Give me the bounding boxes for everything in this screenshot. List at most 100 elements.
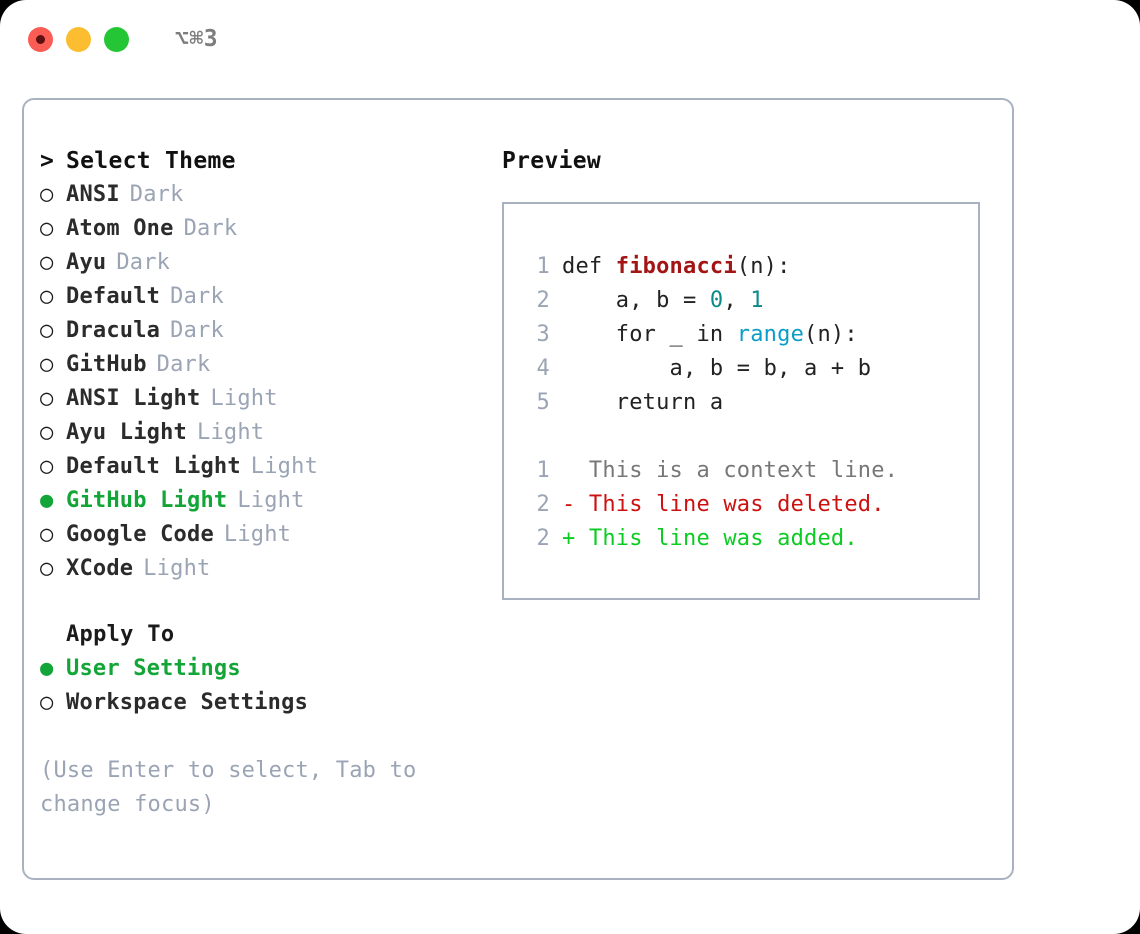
diff-sign: + [562, 526, 589, 551]
line-number: 2 [536, 288, 550, 313]
apply-to-header: ○ Apply To [40, 622, 500, 656]
theme-item-kind: Light [143, 556, 211, 581]
theme-item-name: ANSI Light [66, 386, 201, 411]
radio-unselected-icon: ○ [40, 386, 54, 411]
code-line: 1 def fibonacci(n): [504, 254, 978, 288]
select-theme-title: Select Theme [66, 148, 236, 174]
spacer [40, 590, 500, 622]
theme-item-name: Atom One [66, 216, 174, 241]
preview-title: Preview [502, 148, 602, 174]
theme-item[interactable]: ○ Ayu Light Light [40, 420, 500, 454]
theme-item-name: ANSI [66, 182, 120, 207]
select-theme-header: > Select Theme [40, 148, 500, 182]
radio-unselected-icon: ○ [40, 182, 54, 207]
theme-item-kind: Light [223, 522, 292, 547]
radio-selected-icon: ● [40, 488, 54, 513]
theme-item-name: Default Light [66, 454, 241, 479]
radio-unselected-icon: ○ [40, 420, 54, 445]
traffic-light-group [28, 26, 129, 52]
theme-item[interactable]: ○ Google Code Light [40, 522, 500, 556]
radio-unselected-icon: ○ [40, 216, 54, 241]
radio-unselected-icon: ○ [40, 250, 54, 275]
code-blank-line [504, 424, 978, 458]
theme-item-kind: Dark [170, 284, 224, 309]
keyboard-hint: (Use Enter to select, Tab to change focu… [40, 758, 417, 817]
minimize-button[interactable] [66, 26, 91, 52]
theme-item-kind: Dark [129, 182, 184, 207]
theme-item-kind: Light [210, 386, 278, 411]
diff-line: 2+ This line was added. [504, 526, 978, 560]
diff-line-text: This line was deleted. [588, 492, 885, 517]
code-line: 4 a, b = b, a + b [504, 356, 978, 390]
line-number: 1 [536, 254, 550, 279]
theme-item[interactable]: ○ XCode Light [40, 556, 500, 590]
radio-unselected-icon: ○ [40, 556, 54, 581]
diff-line-text: This is a context line. [588, 458, 899, 483]
apply-to-option[interactable]: ●User Settings [40, 656, 500, 690]
theme-item[interactable]: ○ Atom One Dark [40, 216, 500, 250]
theme-item-name: Dracula [66, 318, 161, 343]
theme-item-name: Default [66, 284, 161, 309]
code-line: 3 for _ in range(n): [504, 322, 978, 356]
window-title: ⌥⌘3 [175, 26, 219, 52]
code-line-text: a, b = 0, 1 [562, 288, 764, 313]
radio-unselected-icon: ○ [40, 454, 54, 479]
theme-item-name: Ayu Light [66, 420, 188, 445]
code-line: 5 return a [504, 390, 978, 424]
code-token: range [736, 322, 805, 347]
diff-sample: 1 This is a context line.2- This line wa… [504, 458, 978, 560]
line-number: 2 [536, 492, 550, 517]
radio-unselected-icon: ○ [40, 522, 54, 547]
radio-unselected-icon: ○ [40, 284, 54, 309]
theme-item[interactable]: ○ ANSI Light Light [40, 386, 500, 420]
line-number: 3 [536, 322, 550, 347]
apply-to-option[interactable]: ○ Workspace Settings [40, 690, 500, 724]
apply-to-title: Apply To [66, 622, 175, 647]
line-number: 4 [536, 356, 550, 381]
theme-item-name: GitHub [66, 352, 147, 377]
theme-item-kind: Dark [183, 216, 238, 241]
prompt-caret-icon: > [40, 148, 54, 174]
close-button[interactable] [28, 26, 53, 52]
theme-item-kind: Light [197, 420, 265, 445]
diff-line: 2- This line was deleted. [504, 492, 978, 526]
radio-unselected-icon: ○ [40, 690, 54, 715]
theme-item[interactable]: ○ ANSI Dark [40, 182, 500, 216]
code-token: a, b = [562, 288, 710, 313]
maximize-button[interactable] [104, 26, 129, 52]
theme-item-kind: Dark [156, 352, 211, 377]
code-line-text: for _ in range(n): [562, 322, 858, 347]
title-bar: ⌥⌘3 [0, 0, 1140, 78]
code-token: (n): [736, 254, 791, 279]
code-line-text: def fibonacci(n): [562, 254, 791, 279]
code-token: , [723, 288, 751, 313]
code-line: 2 a, b = 0, 1 [504, 288, 978, 322]
theme-item[interactable]: ○ Default Light Light [40, 454, 500, 488]
diff-line: 1 This is a context line. [504, 458, 978, 492]
line-number: 2 [536, 526, 550, 551]
apply-to-option-label: Workspace Settings [66, 690, 309, 715]
theme-item-name: XCode [66, 556, 134, 581]
apply-to-option-label: User Settings [66, 656, 241, 681]
diff-sign: - [562, 492, 589, 517]
apply-to-list: ●User Settings○ Workspace Settings [40, 656, 500, 724]
theme-item-kind: Light [250, 454, 319, 479]
theme-item-name: GitHub Light [66, 488, 228, 513]
code-line-text: a, b = b, a + b [562, 356, 872, 381]
theme-item-name: Google Code [66, 522, 214, 547]
code-line-text: return a [562, 390, 723, 415]
theme-item[interactable]: ○ Default Dark [40, 284, 500, 318]
code-token: for _ in [562, 322, 737, 347]
code-token: a, b = b, a + b [562, 356, 872, 381]
code-token: (n): [804, 322, 858, 347]
line-number: 5 [536, 390, 550, 415]
line-number: 1 [536, 458, 550, 483]
